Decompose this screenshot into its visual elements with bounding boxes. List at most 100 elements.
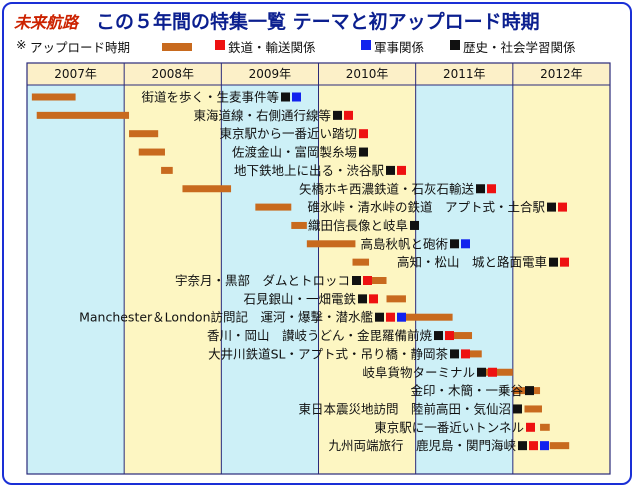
category-marker-history: [410, 220, 419, 230]
upload-bar: [138, 148, 165, 156]
legend-upload-label: アップロード時期: [30, 40, 131, 55]
category-marker-history: [359, 147, 368, 157]
year-label: 2009年: [249, 67, 292, 81]
category-marker-history: [450, 349, 459, 359]
category-marker-history: [477, 367, 486, 377]
row-label: 街道を歩く・生麦事件等: [141, 90, 279, 105]
legend-upload-swatch: [162, 43, 192, 51]
category-marker-railway: [397, 165, 406, 175]
category-marker-history: [518, 441, 527, 451]
category-marker-history: [450, 239, 459, 249]
category-marker-military: [461, 239, 470, 249]
legend-history-label: 歴史・社会学習関係: [463, 40, 576, 55]
legend-railway-label: 鉄道・輸送関係: [228, 40, 316, 55]
upload-bar: [182, 185, 232, 193]
upload-bar: [549, 442, 570, 450]
upload-bar: [291, 221, 307, 229]
row-label: 東海道線・右側通行線等: [193, 108, 331, 123]
category-marker-history: [352, 276, 361, 285]
year-header-cell: [124, 63, 222, 85]
year-column: [27, 85, 125, 474]
category-marker-railway: [363, 276, 372, 285]
category-marker-history: [358, 294, 367, 304]
upload-bar: [405, 313, 453, 321]
row-label: 矢橋ホキ西濃鉄道・石灰石輸送: [299, 181, 475, 196]
category-marker-history: [525, 386, 534, 396]
year-header-cell: [318, 63, 416, 85]
year-label: 2008年: [151, 67, 194, 81]
year-header-cell: [221, 63, 319, 85]
legend-history-swatch: [450, 40, 460, 50]
year-column: [415, 85, 513, 474]
year-label: 2010年: [346, 67, 389, 81]
row-label: 香川・岡山 讃岐うどん・金毘羅備前焼: [207, 328, 433, 343]
row-label: 東京駅から一番近い踏切: [219, 126, 357, 141]
row-label: 地下鉄地上に出る・渋谷駅: [234, 163, 385, 178]
year-header-cell: [512, 63, 610, 85]
upload-bar: [483, 368, 513, 376]
upload-bar: [161, 166, 173, 174]
upload-bar: [452, 332, 473, 340]
category-marker-railway: [487, 184, 496, 194]
legend-note-marker: ※: [16, 37, 27, 52]
upload-bar: [369, 277, 387, 284]
row-label: 織田信長像と岐阜: [308, 218, 408, 233]
upload-bar: [31, 93, 76, 101]
category-marker-history: [547, 202, 556, 212]
category-marker-history: [434, 331, 443, 341]
chart-frame: 未来航路 この５年間の特集一覧 テーマと初アップロード時期 ※ アップロード時期…: [2, 2, 632, 485]
category-marker-railway: [369, 294, 378, 304]
legend-railway-swatch: [215, 40, 225, 50]
legend-military-swatch: [361, 40, 371, 50]
row-label: 金印・木簡・一乗谷: [410, 383, 523, 398]
title-prefix: 未来航路: [14, 13, 79, 32]
year-column: [512, 85, 610, 474]
category-marker-railway: [529, 441, 538, 451]
category-marker-history: [281, 92, 290, 102]
chart-border: [26, 62, 611, 475]
row-label: 九州両端旅行 鹿児島・関門海峡: [328, 438, 516, 453]
category-marker-military: [397, 312, 406, 322]
category-marker-history: [476, 184, 485, 194]
category-marker-history: [549, 257, 558, 267]
year-label: 2007年: [54, 67, 97, 81]
upload-bar: [524, 405, 542, 413]
upload-bar: [352, 258, 370, 266]
row-label: 佐渡金山・富岡製糸場: [232, 145, 357, 160]
category-marker-railway: [445, 331, 454, 341]
category-marker-railway: [526, 422, 535, 432]
category-marker-railway: [344, 110, 353, 120]
legend-military-label: 軍事関係: [374, 40, 425, 55]
category-marker-history: [513, 404, 522, 414]
category-marker-railway: [359, 129, 368, 139]
row-label: 宇奈月・黒部 ダムとトロッコ: [175, 273, 350, 288]
category-marker-railway: [488, 367, 497, 377]
category-marker-railway: [558, 202, 567, 212]
row-label: 高知・松山 城と路面電車: [397, 255, 547, 270]
category-marker-history: [333, 110, 342, 120]
year-header-cell: [415, 63, 513, 85]
chart-title: この５年間の特集一覧 テーマと初アップロード時期: [96, 11, 540, 33]
category-marker-railway: [386, 312, 395, 322]
year-column: [221, 85, 319, 474]
upload-bar: [129, 130, 159, 138]
category-marker-military: [540, 441, 549, 451]
row-label: 東日本震災地訪問 陸前高田・気仙沼: [298, 401, 511, 416]
row-label: Manchester＆London訪問記 運河・爆撃・潜水艦: [79, 310, 373, 325]
row-label: 碓氷峠・清水峠の鉄道 アプト式・土合駅: [307, 200, 545, 215]
year-header-cell: [27, 63, 125, 85]
category-marker-railway: [560, 257, 569, 267]
upload-bar: [255, 203, 292, 211]
row-label: 高島秋帆と砲術: [360, 236, 448, 251]
category-marker-railway: [461, 349, 470, 359]
row-label: 東京駅に一番近いトンネル: [374, 420, 524, 435]
upload-bar: [36, 111, 130, 119]
upload-bar: [464, 350, 482, 358]
row-label: 岐阜貨物ターミナル: [362, 365, 475, 380]
category-marker-history: [386, 165, 395, 175]
category-marker-military: [292, 92, 301, 102]
category-marker-history: [375, 312, 384, 322]
upload-bar: [386, 295, 406, 303]
upload-bar: [540, 423, 550, 431]
